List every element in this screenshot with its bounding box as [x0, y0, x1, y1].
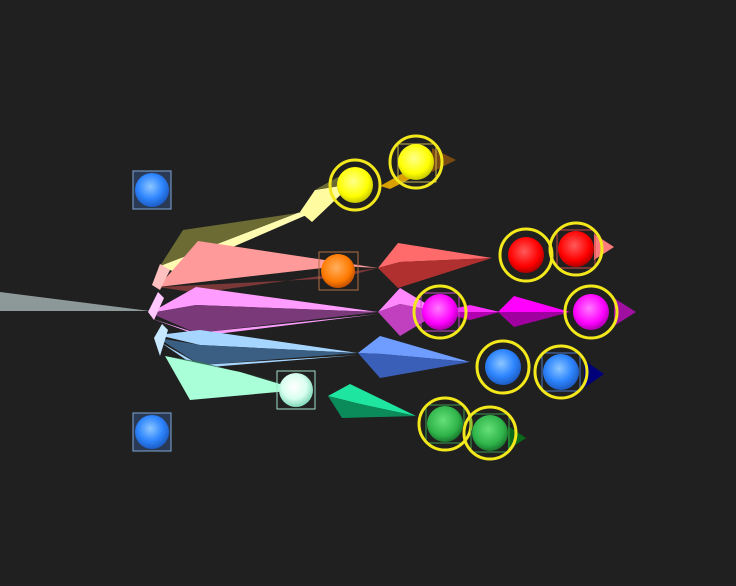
leaf-blue-2[interactable] [533, 344, 589, 400]
leaf-blue-2-box [541, 352, 581, 392]
leaf-magenta-1-ball [422, 294, 458, 330]
branch-magenta-lower-face [150, 305, 378, 333]
leaf-yellow-2-box [397, 143, 437, 183]
leaf-magenta-1-ring [412, 284, 468, 340]
branch-yellow-end [432, 148, 456, 172]
branch-blue-upper-face [158, 330, 358, 353]
leaf-blue-1-ring [475, 339, 531, 395]
branch-magenta-seg2-upper [498, 296, 570, 312]
mint-node-box[interactable] [276, 370, 316, 410]
leaf-magenta-2-ball [573, 294, 609, 330]
branch-magenta-upper-face [150, 287, 378, 313]
leaf-yellow-2-ball [398, 144, 434, 180]
branch-magenta-end [614, 298, 636, 326]
leaf-blue-1-ball [485, 349, 521, 385]
leaf-magenta-2-ring [563, 284, 619, 340]
leaf-green-1-ball [427, 406, 463, 442]
leaf-red-1[interactable] [498, 227, 554, 283]
branch-magenta-left-cap [148, 292, 164, 320]
trunk-segment [0, 292, 150, 311]
leaf-red-2-ring [548, 221, 604, 277]
branch-green-lower-face [165, 356, 300, 400]
branch-blue-end [584, 360, 604, 388]
leaf-yellow-2-ring [388, 134, 444, 190]
branch-blue-lower-face [158, 338, 358, 365]
leaf-red-2-box [556, 229, 596, 269]
branch-red-lower-face [158, 268, 378, 293]
leaf-green-2-box [470, 413, 510, 453]
leaf-red-2[interactable] [548, 221, 604, 277]
leaf-blue-1[interactable] [475, 339, 531, 395]
branch-yellow-upper-face [160, 210, 318, 266]
leaf-magenta-1[interactable] [412, 284, 468, 340]
leaf-magenta-1-box [420, 292, 460, 332]
mint-node[interactable] [279, 373, 313, 407]
leaf-yellow-1-ring [328, 158, 382, 212]
branch-blue [154, 324, 604, 388]
branch-red-mid-lower [378, 258, 492, 288]
orange-node[interactable] [321, 254, 355, 288]
leaf-yellow-1-ball [337, 167, 373, 203]
leaf-green-1-box [425, 404, 465, 444]
leaf-green-1[interactable] [417, 396, 473, 452]
leaf-yellow-1[interactable] [328, 158, 382, 212]
leaf-green-2-ball [472, 415, 508, 451]
branch-magenta [148, 287, 636, 336]
leaf-red-2-ball [558, 231, 594, 267]
branch-blue-left-cap [154, 324, 168, 356]
branch-green-mid-lower [328, 396, 416, 418]
branch-blue-mid-lower [358, 353, 470, 378]
branch-magenta-seg2-lower [498, 312, 570, 327]
branch-green [165, 356, 526, 450]
leaf-yellow-2[interactable] [388, 134, 444, 190]
branch-green-mid-upper [328, 384, 416, 416]
branch-yellow-tip [300, 184, 352, 222]
branch-red-end [594, 234, 614, 260]
leaf-green-2-ring [462, 405, 518, 461]
branch-blue-mid-upper [358, 336, 470, 362]
leaf-green-2[interactable] [462, 405, 518, 461]
leaf-blue-2-ring [533, 344, 589, 400]
branch-red-mid-upper [378, 243, 492, 268]
orange-node-box[interactable] [318, 251, 359, 291]
branch-blue-bottom-face [160, 342, 358, 368]
branch-red [152, 234, 614, 293]
leaf-magenta-2[interactable] [563, 284, 619, 340]
leaf-blue-2-ball [543, 354, 579, 390]
leaf-red-1-ball [508, 237, 544, 273]
branch-red-upper-face [158, 241, 378, 287]
blue-node-top[interactable] [135, 173, 169, 207]
blue-node-bottom[interactable] [135, 415, 169, 449]
branch-red-left-cap [152, 264, 170, 290]
